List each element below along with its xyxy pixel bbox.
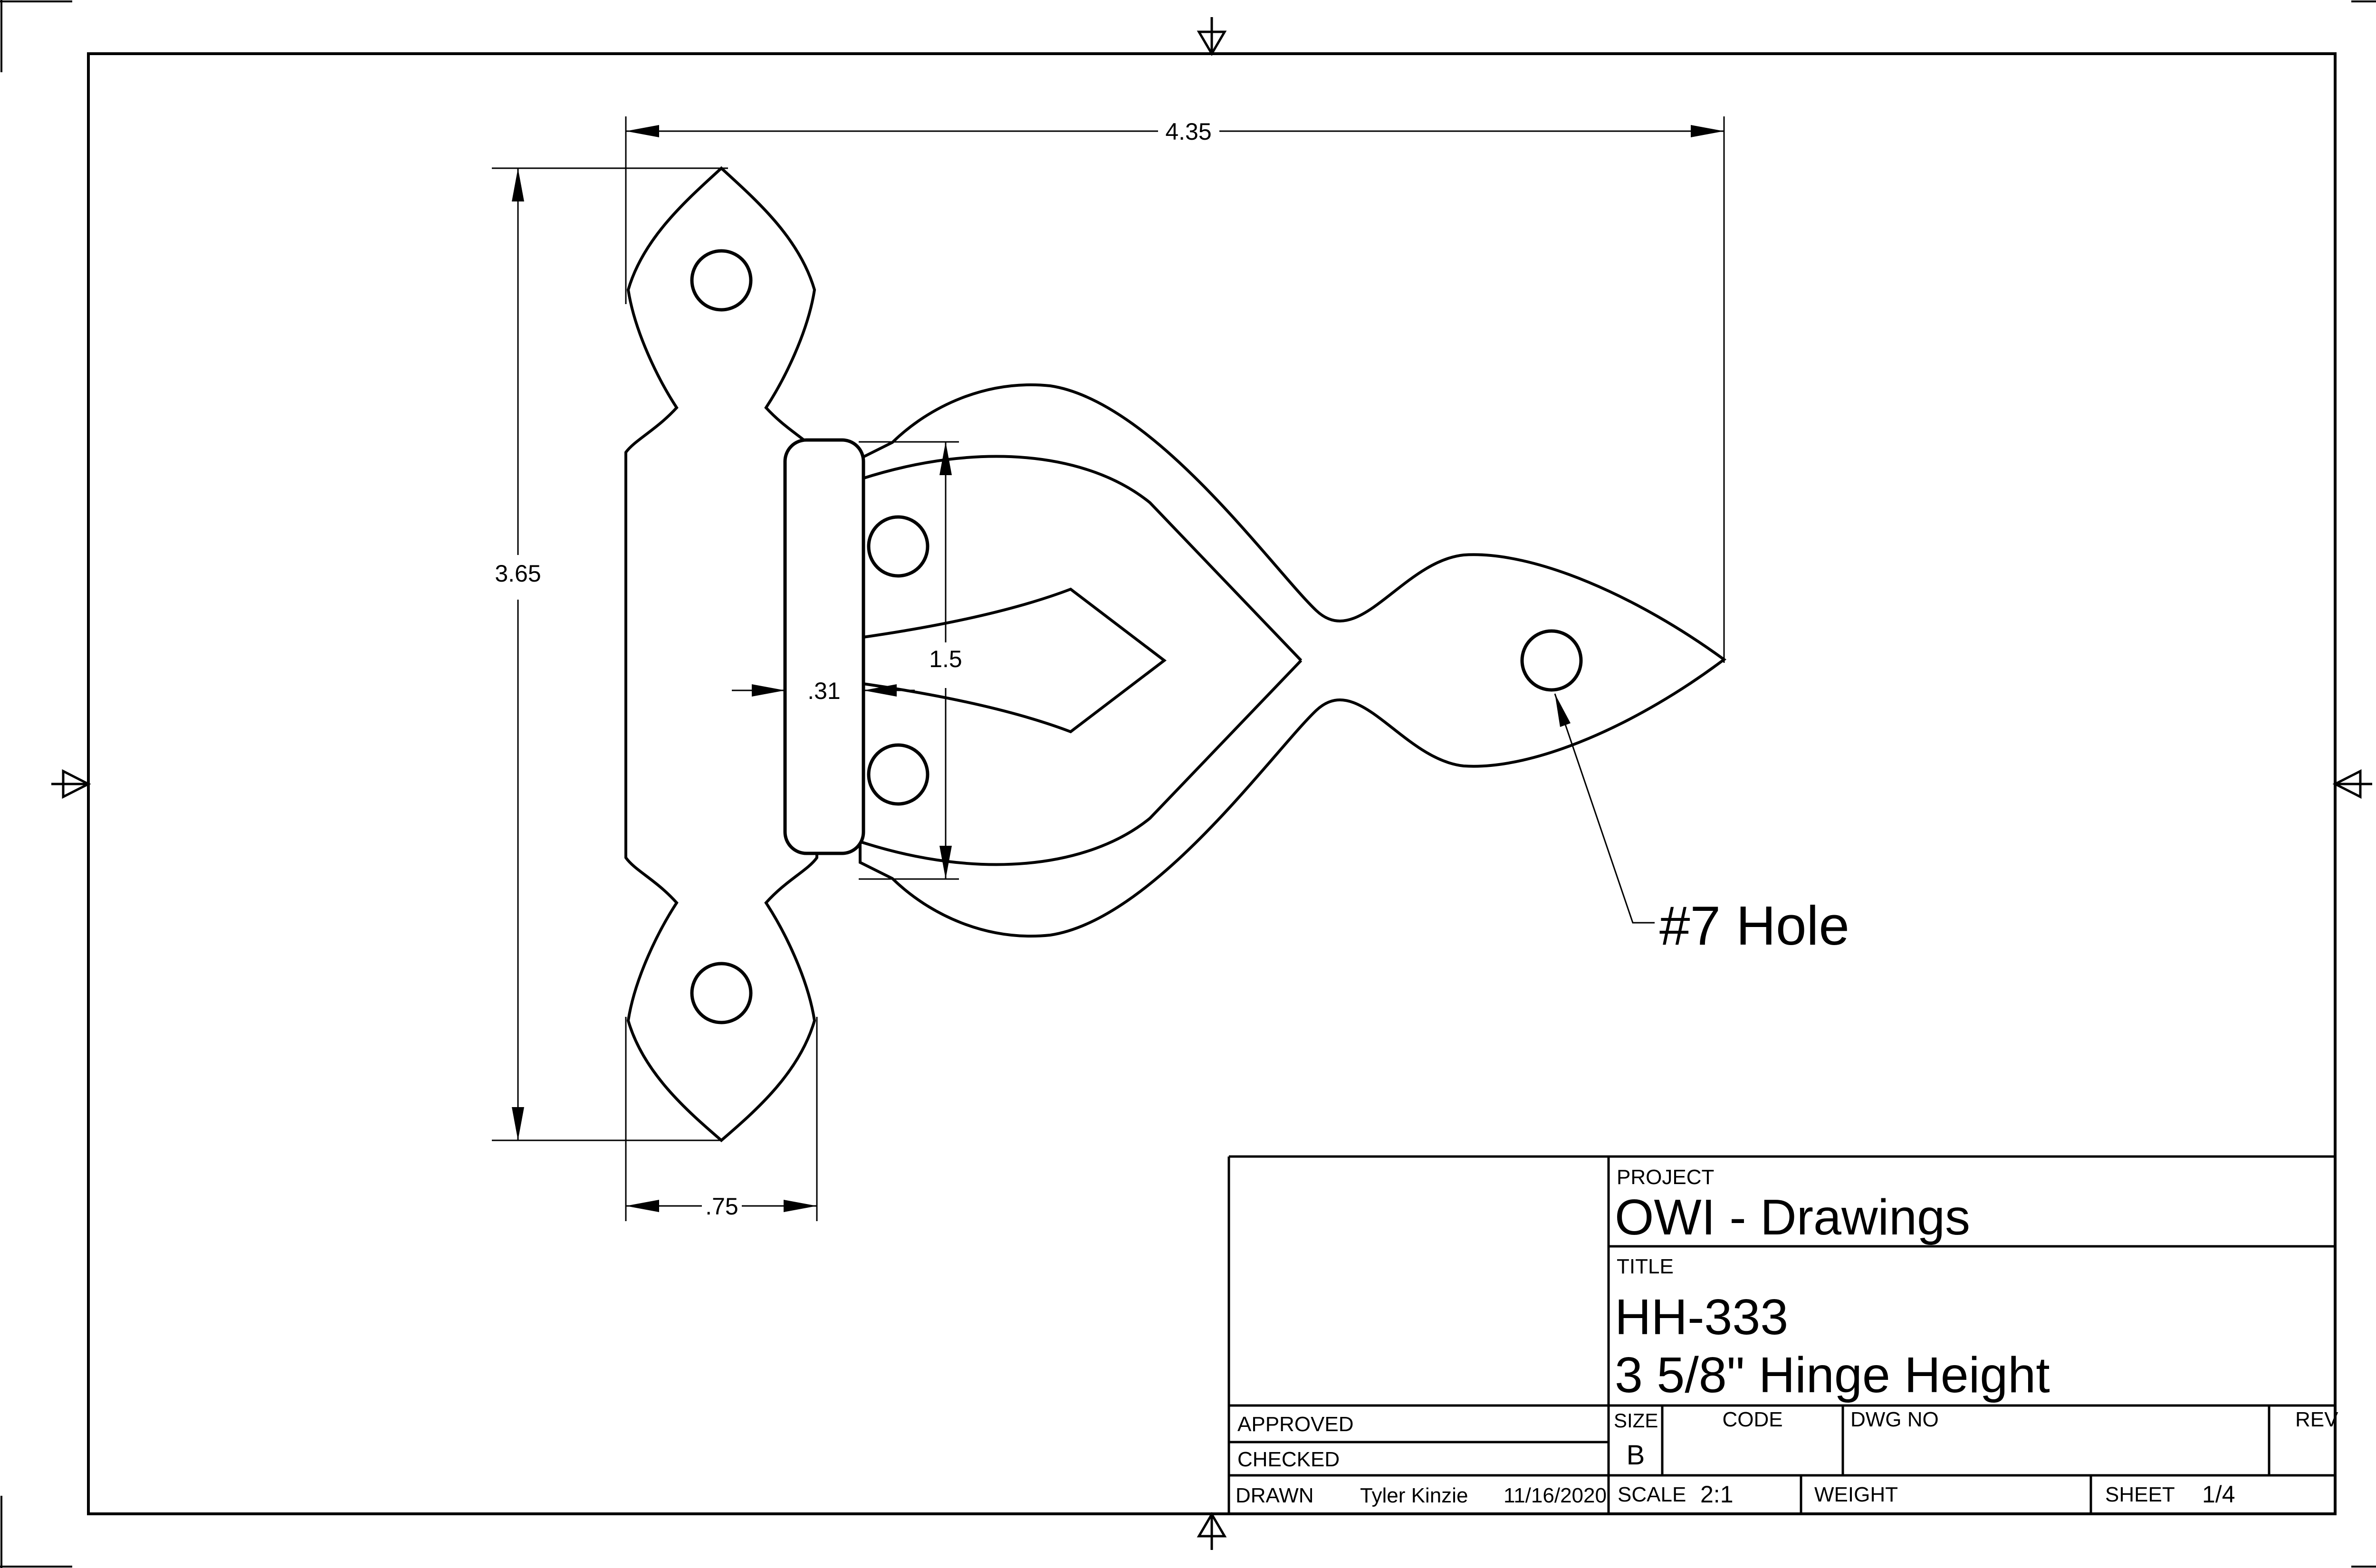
dimension-text-barrel-width: .31 <box>807 678 841 704</box>
dimension-mouth-height: 1.5 <box>859 441 962 880</box>
weight-label: WEIGHT <box>1814 1483 1898 1506</box>
flap-heart-cutout-upper <box>861 455 1303 662</box>
checked-label: CHECKED <box>1237 1448 1340 1471</box>
sheet-label: SHEET <box>2105 1483 2175 1506</box>
center-mark-right-icon <box>2332 769 2372 799</box>
arrowhead-icon <box>939 846 952 879</box>
flap-heart-cutout-lower <box>861 659 1303 866</box>
dimension-barrel-width: .31 <box>732 678 915 704</box>
plate-bottom-hole <box>690 962 753 1024</box>
barrel-top-screw-hole <box>867 515 929 578</box>
flap-tail-hole <box>1520 629 1583 692</box>
flap-arrow-ornament <box>860 587 1167 734</box>
hinge-barrel <box>783 438 865 855</box>
drawing-border <box>87 52 2337 1515</box>
barrel-bottom-screw-hole <box>867 743 929 806</box>
title-block: PROJECT OWI - Drawings TITLE HH-333 3 5/… <box>1227 1155 2338 1514</box>
leader-arrowhead-icon <box>1555 694 1571 727</box>
hinge-right-flap <box>859 383 1727 938</box>
dimension-text-mouth-height: 1.5 <box>929 646 962 672</box>
arrowhead-icon <box>863 684 897 697</box>
arrowhead-icon <box>939 442 952 475</box>
dimension-text-plate-width: .75 <box>705 1193 738 1220</box>
hole-note-text: #7 Hole <box>1659 895 1849 956</box>
size-value: B <box>1627 1440 1645 1471</box>
project-name: OWI - Drawings <box>1615 1189 1970 1245</box>
dimension-overall-width: 4.35 <box>625 116 1725 663</box>
title-line2: 3 5/8" Hinge Height <box>1615 1347 2050 1403</box>
dimension-text-overall-height: 3.65 <box>495 560 541 587</box>
project-label: PROJECT <box>1617 1166 1714 1189</box>
center-mark-top-icon <box>1197 17 1227 56</box>
arrowhead-icon <box>512 1107 524 1140</box>
center-mark-left-icon <box>51 769 91 799</box>
arrowhead-icon <box>512 168 524 201</box>
arrowhead-icon <box>1691 125 1724 137</box>
title-label: TITLE <box>1617 1255 1674 1278</box>
center-marks <box>51 17 2372 1550</box>
rev-label: REV <box>2295 1408 2338 1431</box>
dwg-no-label: DWG NO <box>1850 1408 1939 1431</box>
arrowhead-icon <box>626 1200 659 1212</box>
drawn-by: Tyler Kinzie <box>1360 1484 1468 1507</box>
dimension-text-overall-width: 4.35 <box>1165 118 1211 145</box>
scale-label: SCALE <box>1618 1483 1686 1506</box>
arrowhead-icon <box>626 125 659 137</box>
title-line1: HH-333 <box>1615 1289 1788 1345</box>
flap-outer-outline <box>859 383 1727 938</box>
leader-line <box>1554 693 1655 924</box>
dimension-plate-width: .75 <box>625 1017 818 1221</box>
arrowhead-icon <box>784 1200 817 1212</box>
title-block-lines <box>1227 1155 2335 1514</box>
drawn-date: 11/16/2020 <box>1504 1484 1607 1507</box>
approved-label: APPROVED <box>1237 1413 1354 1436</box>
plate-top-hole <box>690 249 753 312</box>
dimension-overall-height: 3.65 <box>492 167 728 1141</box>
drawn-label: DRAWN <box>1236 1484 1314 1507</box>
code-label: CODE <box>1722 1408 1782 1431</box>
arrowhead-icon <box>752 684 785 697</box>
size-label: SIZE <box>1614 1409 1658 1432</box>
hole-leader-note: #7 Hole <box>1554 693 1849 956</box>
scale-value: 2:1 <box>1700 1481 1734 1508</box>
sheet-value: 1/4 <box>2202 1481 2235 1508</box>
center-mark-bottom-icon <box>1197 1512 1227 1550</box>
